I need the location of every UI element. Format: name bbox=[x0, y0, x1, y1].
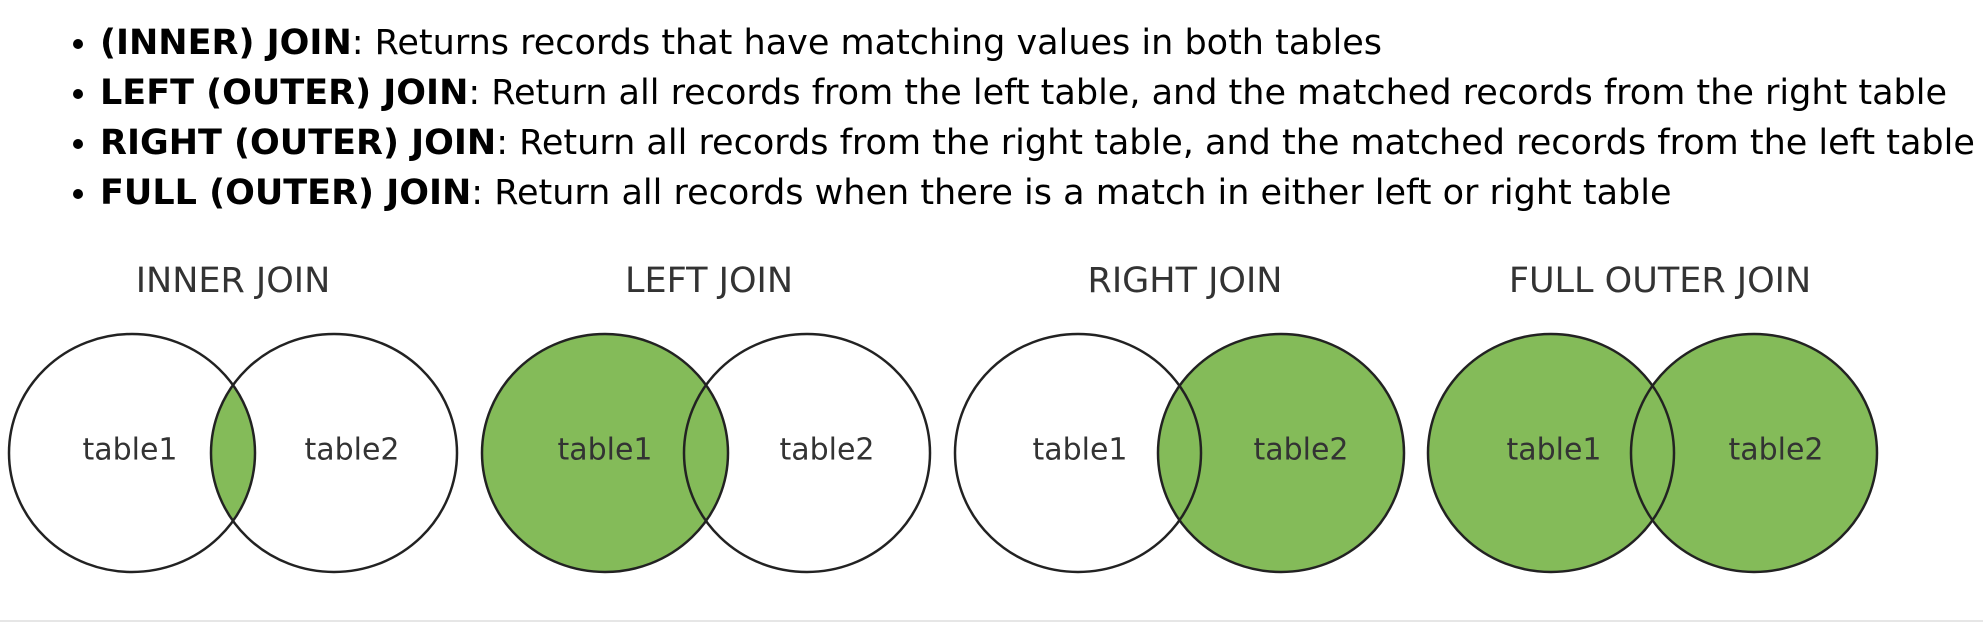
join-term: RIGHT (OUTER) JOIN bbox=[100, 123, 497, 163]
venn-inner-join: INNER JOIN table1 table2 bbox=[7, 261, 459, 574]
join-term: FULL (OUTER) JOIN bbox=[100, 173, 472, 213]
diagram-title: FULL OUTER JOIN bbox=[1509, 261, 1811, 301]
venn-right-join: RIGHT JOIN table1 table2 bbox=[953, 261, 1406, 574]
venn-full-outer-join: FULL OUTER JOIN table1 table2 bbox=[1426, 261, 1879, 574]
right-circle-fill bbox=[1631, 334, 1877, 572]
left-circle-fill bbox=[1428, 334, 1674, 572]
venn-diagrams: INNER JOIN table1 table2 LEFT JOIN table… bbox=[7, 261, 1879, 574]
diagram-title: INNER JOIN bbox=[136, 261, 331, 301]
left-table-label: table1 bbox=[82, 433, 177, 468]
left-circle bbox=[1426, 332, 1676, 574]
join-description: : Returns records that have matching val… bbox=[351, 23, 1382, 63]
diagram-title: RIGHT JOIN bbox=[1088, 261, 1283, 301]
right-table-label: table2 bbox=[304, 433, 399, 468]
join-item-left: LEFT (OUTER) JOIN: Return all records fr… bbox=[100, 68, 1975, 118]
left-circle-fill bbox=[482, 334, 728, 572]
join-term: LEFT (OUTER) JOIN bbox=[100, 73, 469, 113]
right-circle-fill bbox=[1158, 334, 1404, 572]
left-table-label: table1 bbox=[557, 433, 652, 468]
left-table-label: table1 bbox=[1032, 433, 1127, 468]
right-circle bbox=[209, 332, 459, 574]
join-item-full: FULL (OUTER) JOIN: Return all records wh… bbox=[100, 168, 1975, 218]
join-description: : Return all records from the left table… bbox=[468, 73, 1947, 113]
join-item-inner: (INNER) JOIN: Returns records that have … bbox=[100, 18, 1975, 68]
left-circle bbox=[480, 332, 730, 574]
left-circle bbox=[7, 332, 257, 574]
left-circle bbox=[953, 332, 1203, 574]
join-description: : Return all records when there is a mat… bbox=[471, 173, 1672, 213]
join-term: (INNER) JOIN bbox=[100, 23, 352, 63]
join-item-right: RIGHT (OUTER) JOIN: Return all records f… bbox=[100, 118, 1975, 168]
join-types-list: (INNER) JOIN: Returns records that have … bbox=[58, 18, 1975, 218]
right-table-label: table2 bbox=[1253, 433, 1348, 468]
venn-left-join: LEFT JOIN table1 table2 bbox=[480, 261, 932, 574]
right-circle bbox=[682, 332, 932, 574]
left-table-label: table1 bbox=[1506, 433, 1601, 468]
right-table-label: table2 bbox=[1728, 433, 1823, 468]
right-circle bbox=[1156, 332, 1406, 574]
join-description: : Return all records from the right tabl… bbox=[496, 123, 1975, 163]
right-circle bbox=[1629, 332, 1879, 574]
bottom-divider bbox=[0, 620, 1983, 622]
diagram-title: LEFT JOIN bbox=[625, 261, 793, 301]
right-table-label: table2 bbox=[779, 433, 874, 468]
